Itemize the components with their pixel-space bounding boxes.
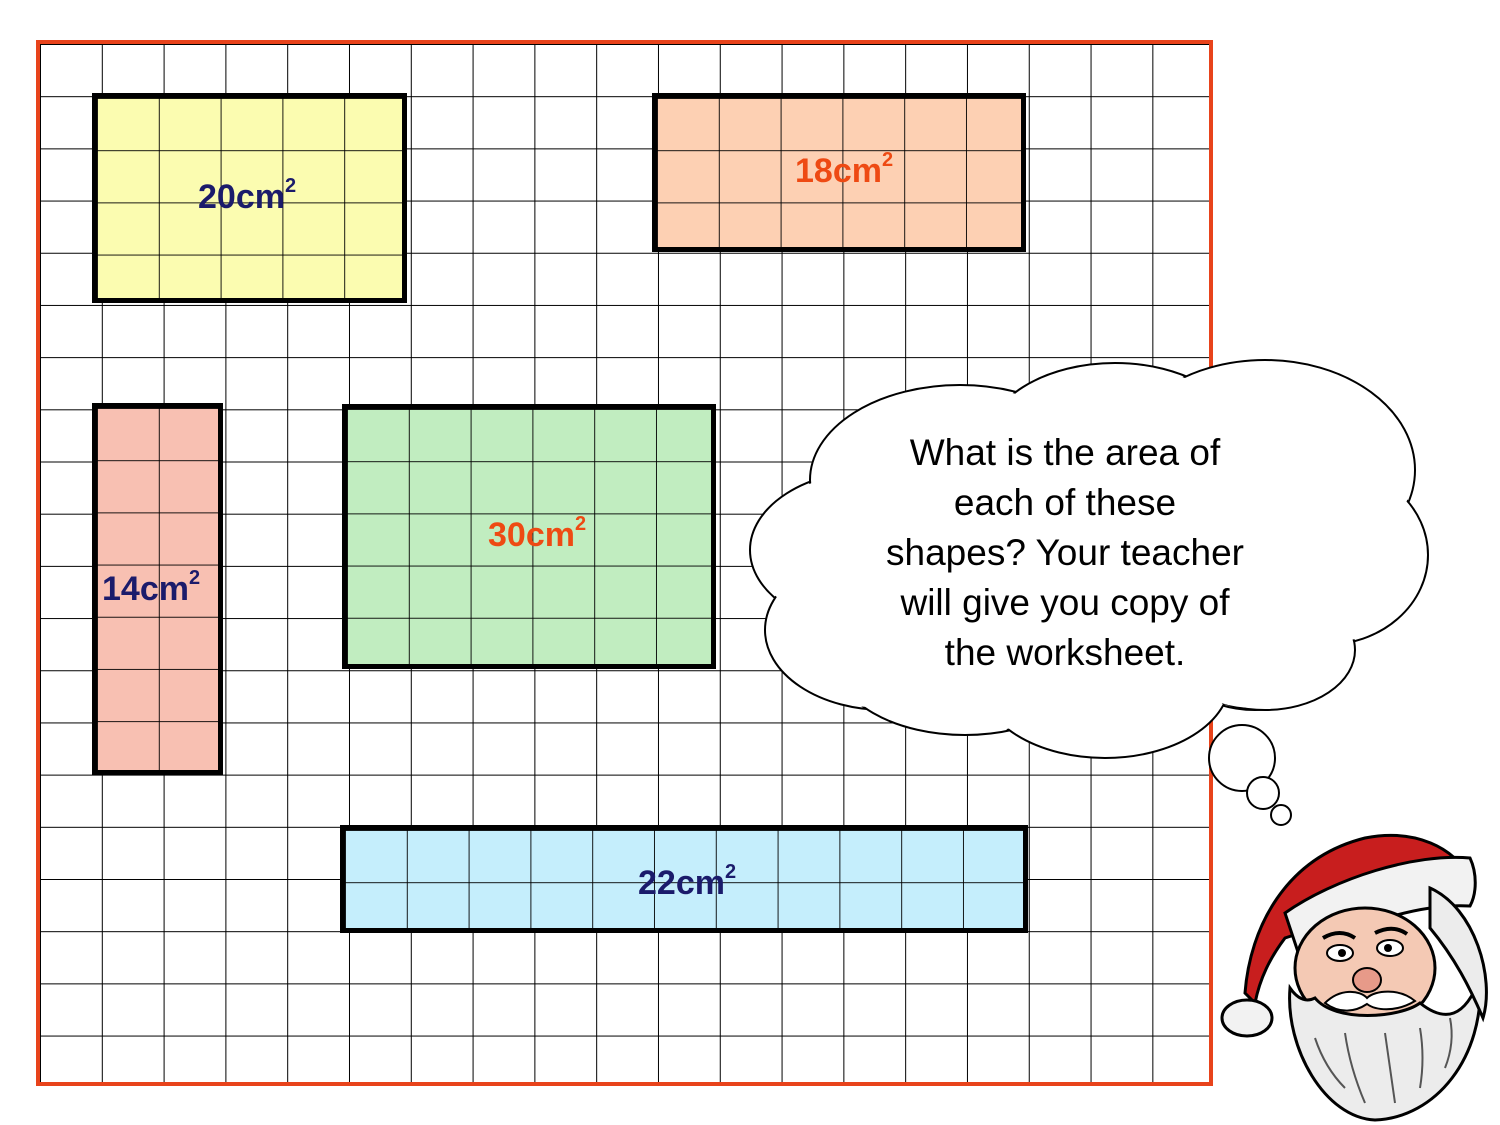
bubble-line: the worksheet. xyxy=(944,632,1186,673)
bubble-line: shapes? Your teacher xyxy=(886,532,1244,573)
area-label-yellow: 20cm2 xyxy=(198,174,297,216)
santa-claus-illustration xyxy=(1220,833,1488,1122)
shape-peach-rectangle xyxy=(652,93,1026,252)
shape-blue-rectangle xyxy=(340,825,1028,933)
area-label-pink: 14cm2 xyxy=(102,566,201,608)
bubble-line: will give you copy of xyxy=(900,582,1230,623)
shape-green-rectangle xyxy=(342,404,716,669)
shape-yellow-rectangle xyxy=(92,93,407,303)
shape-pink-rectangle xyxy=(92,403,223,775)
bubble-line: What is the area of xyxy=(909,432,1221,473)
area-label-peach: 18cm2 xyxy=(795,148,894,190)
bubble-line: each of these xyxy=(953,482,1177,523)
thought-bubble-text: What is the area of each of these shapes… xyxy=(835,428,1295,678)
area-label-blue: 22cm2 xyxy=(638,860,737,902)
area-label-green: 30cm2 xyxy=(488,512,587,554)
thought-bubble-cloud xyxy=(749,359,1429,826)
